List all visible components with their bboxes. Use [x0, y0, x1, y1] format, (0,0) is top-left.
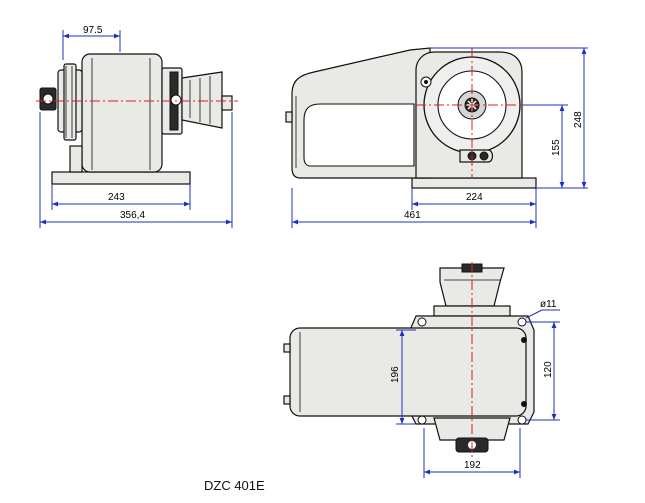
- dim-plan-width: 196: [390, 366, 401, 383]
- model-label: DZC 401E: [204, 478, 265, 493]
- front-dimensions: 461 224 155 248: [291, 47, 588, 228]
- dim-side-offset: 97.5: [83, 25, 103, 36]
- dim-front-height: 248: [573, 111, 584, 128]
- dim-side-total: 356,4: [120, 210, 145, 221]
- plan-view: [283, 262, 535, 460]
- dim-plan-hole: ø11: [540, 299, 557, 310]
- dim-front-drum: 224: [466, 192, 483, 203]
- dim-side-base: 243: [108, 192, 125, 203]
- side-view: [36, 53, 238, 185]
- dim-front-axis-height: 155: [551, 139, 562, 156]
- plan-dimensions: 196 120 ø11 192: [390, 299, 560, 478]
- dim-plan-base: 192: [464, 460, 481, 471]
- dim-plan-holes: 120: [543, 361, 554, 378]
- front-view: [285, 47, 537, 189]
- dim-front-total: 461: [404, 210, 421, 221]
- side-dimensions: 97.5 243 356,4: [39, 25, 233, 228]
